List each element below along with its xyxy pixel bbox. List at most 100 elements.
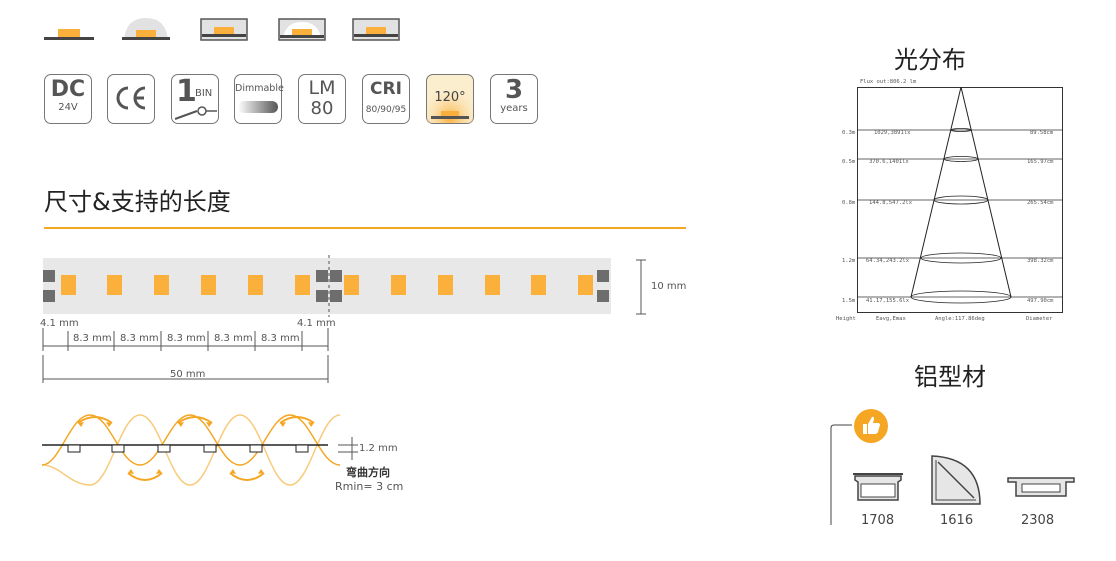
profiles-title: 铝型材 xyxy=(914,363,986,391)
led-strip-diagram xyxy=(42,255,646,383)
cri-badge: CRI 80/90/95 xyxy=(362,74,410,124)
lm-label: LM xyxy=(308,77,336,99)
min-radius-label: Rmin= 3 cm xyxy=(335,480,404,493)
lm-badge: LM 80 xyxy=(298,74,346,124)
width-dimension-label: 10 mm xyxy=(651,281,687,292)
bracket-line xyxy=(830,424,852,525)
dimmable-label: Dimmable xyxy=(235,83,284,94)
bend-arrow-icon xyxy=(127,472,163,481)
strip-body xyxy=(43,258,611,314)
strip-channel-dome-thumb xyxy=(278,18,326,41)
light-cone-diagram xyxy=(857,87,1063,313)
bin-number: 1 xyxy=(176,74,197,109)
solder-pad xyxy=(330,270,342,282)
row-diameter: 398.32cm xyxy=(1027,258,1054,264)
row-height: 0.5m xyxy=(842,159,856,165)
bin-label: BIN xyxy=(195,88,213,99)
bend-wave xyxy=(41,414,341,486)
led-chip xyxy=(61,275,76,295)
footer-diameter-label: Diameter xyxy=(1026,316,1053,322)
right-margin-label: 4.1 mm xyxy=(297,318,336,329)
cut-length-label: 50 mm xyxy=(170,369,206,380)
light-glow-icon xyxy=(427,75,473,123)
profile-2308-label: 2308 xyxy=(1021,513,1055,528)
warranty-years-number: 3 xyxy=(504,75,524,105)
section-divider xyxy=(44,227,686,229)
light-distribution-title: 光分布 xyxy=(894,46,966,74)
led-chip xyxy=(201,275,216,295)
bin-badge: 1 BIN xyxy=(171,74,219,124)
led-chip xyxy=(578,275,593,295)
profile-1708-label: 1708 xyxy=(861,513,895,528)
profile-1616-icon xyxy=(931,455,981,505)
pitch-label: 8.3 mm xyxy=(214,333,253,344)
footer-angle-label: Angle:117.86deg xyxy=(935,316,985,322)
footer-height-label: Height xyxy=(836,316,856,322)
bend-arrow-icon xyxy=(279,416,315,424)
dc-voltage-badge: DC 24V xyxy=(44,74,92,124)
ce-badge xyxy=(107,74,155,124)
bend-arrow-icon xyxy=(177,416,213,424)
solder-pad xyxy=(43,290,55,302)
solder-pad xyxy=(316,270,328,282)
row-height: 0.8m xyxy=(842,200,856,206)
solder-pad xyxy=(330,290,342,302)
row-height: 1.2m xyxy=(842,258,856,264)
left-margin-label: 4.1 mm xyxy=(40,318,79,329)
led-chip xyxy=(438,275,453,295)
ce-mark-icon xyxy=(116,86,146,110)
strip-dome-thumb xyxy=(122,18,170,40)
profile-1708-icon xyxy=(853,473,903,501)
row-diameter: 165.97cm xyxy=(1027,159,1054,165)
solder-pad xyxy=(597,290,609,302)
dimensions-title: 尺寸&支持的长度 xyxy=(44,188,231,216)
thickness-label: 1.2 mm xyxy=(359,443,398,454)
led-chip xyxy=(485,275,500,295)
strip-flat-thumb xyxy=(44,29,94,40)
voltage-label: 24V xyxy=(58,102,78,113)
footer-eavg-label: Eavg,Emax xyxy=(876,316,906,322)
pitch-label: 8.3 mm xyxy=(167,333,206,344)
cri-values: 80/90/95 xyxy=(365,105,407,115)
led-chip xyxy=(248,275,263,295)
bin-line-icon xyxy=(175,106,217,120)
warranty-years-label: years xyxy=(500,103,528,114)
lm-value: 80 xyxy=(310,98,334,119)
pitch-label: 8.3 mm xyxy=(120,333,159,344)
dimming-gradient-icon xyxy=(238,101,278,113)
row-height: 1.5m xyxy=(842,298,856,304)
led-chip xyxy=(154,275,169,295)
strip-channel-thumb xyxy=(200,18,248,41)
solder-pad xyxy=(43,270,55,282)
strip-channel-cover-thumb xyxy=(352,18,400,41)
warranty-badge: 3 years xyxy=(490,74,538,124)
row-lux: 41.17,155.6lx xyxy=(866,298,910,304)
row-diameter: 89.58cm xyxy=(1030,130,1054,136)
solder-pad xyxy=(316,290,328,302)
led-chip xyxy=(344,275,359,295)
solder-pad xyxy=(597,270,609,282)
dc-label: DC xyxy=(50,77,86,102)
row-diameter: 497.90cm xyxy=(1027,298,1054,304)
profile-1616-label: 1616 xyxy=(940,513,974,528)
beam-angle-label: 120° xyxy=(434,90,466,105)
led-chip xyxy=(391,275,406,295)
row-lux: 144.8,547.2lx xyxy=(869,200,913,206)
row-height: 0.3m xyxy=(842,130,856,136)
profile-2308-icon xyxy=(1007,477,1075,497)
pitch-label: 8.3 mm xyxy=(261,333,300,344)
bend-wave xyxy=(41,414,341,466)
row-lux: 1029,3891lx xyxy=(874,130,911,136)
led-chip xyxy=(531,275,546,295)
row-diameter: 265.54cm xyxy=(1027,200,1054,206)
pitch-label: 8.3 mm xyxy=(73,333,112,344)
row-lux: 64.34,243.2lx xyxy=(866,258,910,264)
cri-label: CRI xyxy=(370,79,402,99)
flux-label: Flux out:806.2 lm xyxy=(860,79,917,85)
bend-arrow-icon xyxy=(77,416,113,424)
bend-direction-label: 弯曲方向 xyxy=(346,466,390,479)
dimmable-badge: Dimmable xyxy=(234,74,284,124)
beam-angle-badge: 120° xyxy=(426,74,474,124)
recommended-thumbs-up-icon xyxy=(854,409,888,443)
bending-diagram xyxy=(41,414,358,486)
